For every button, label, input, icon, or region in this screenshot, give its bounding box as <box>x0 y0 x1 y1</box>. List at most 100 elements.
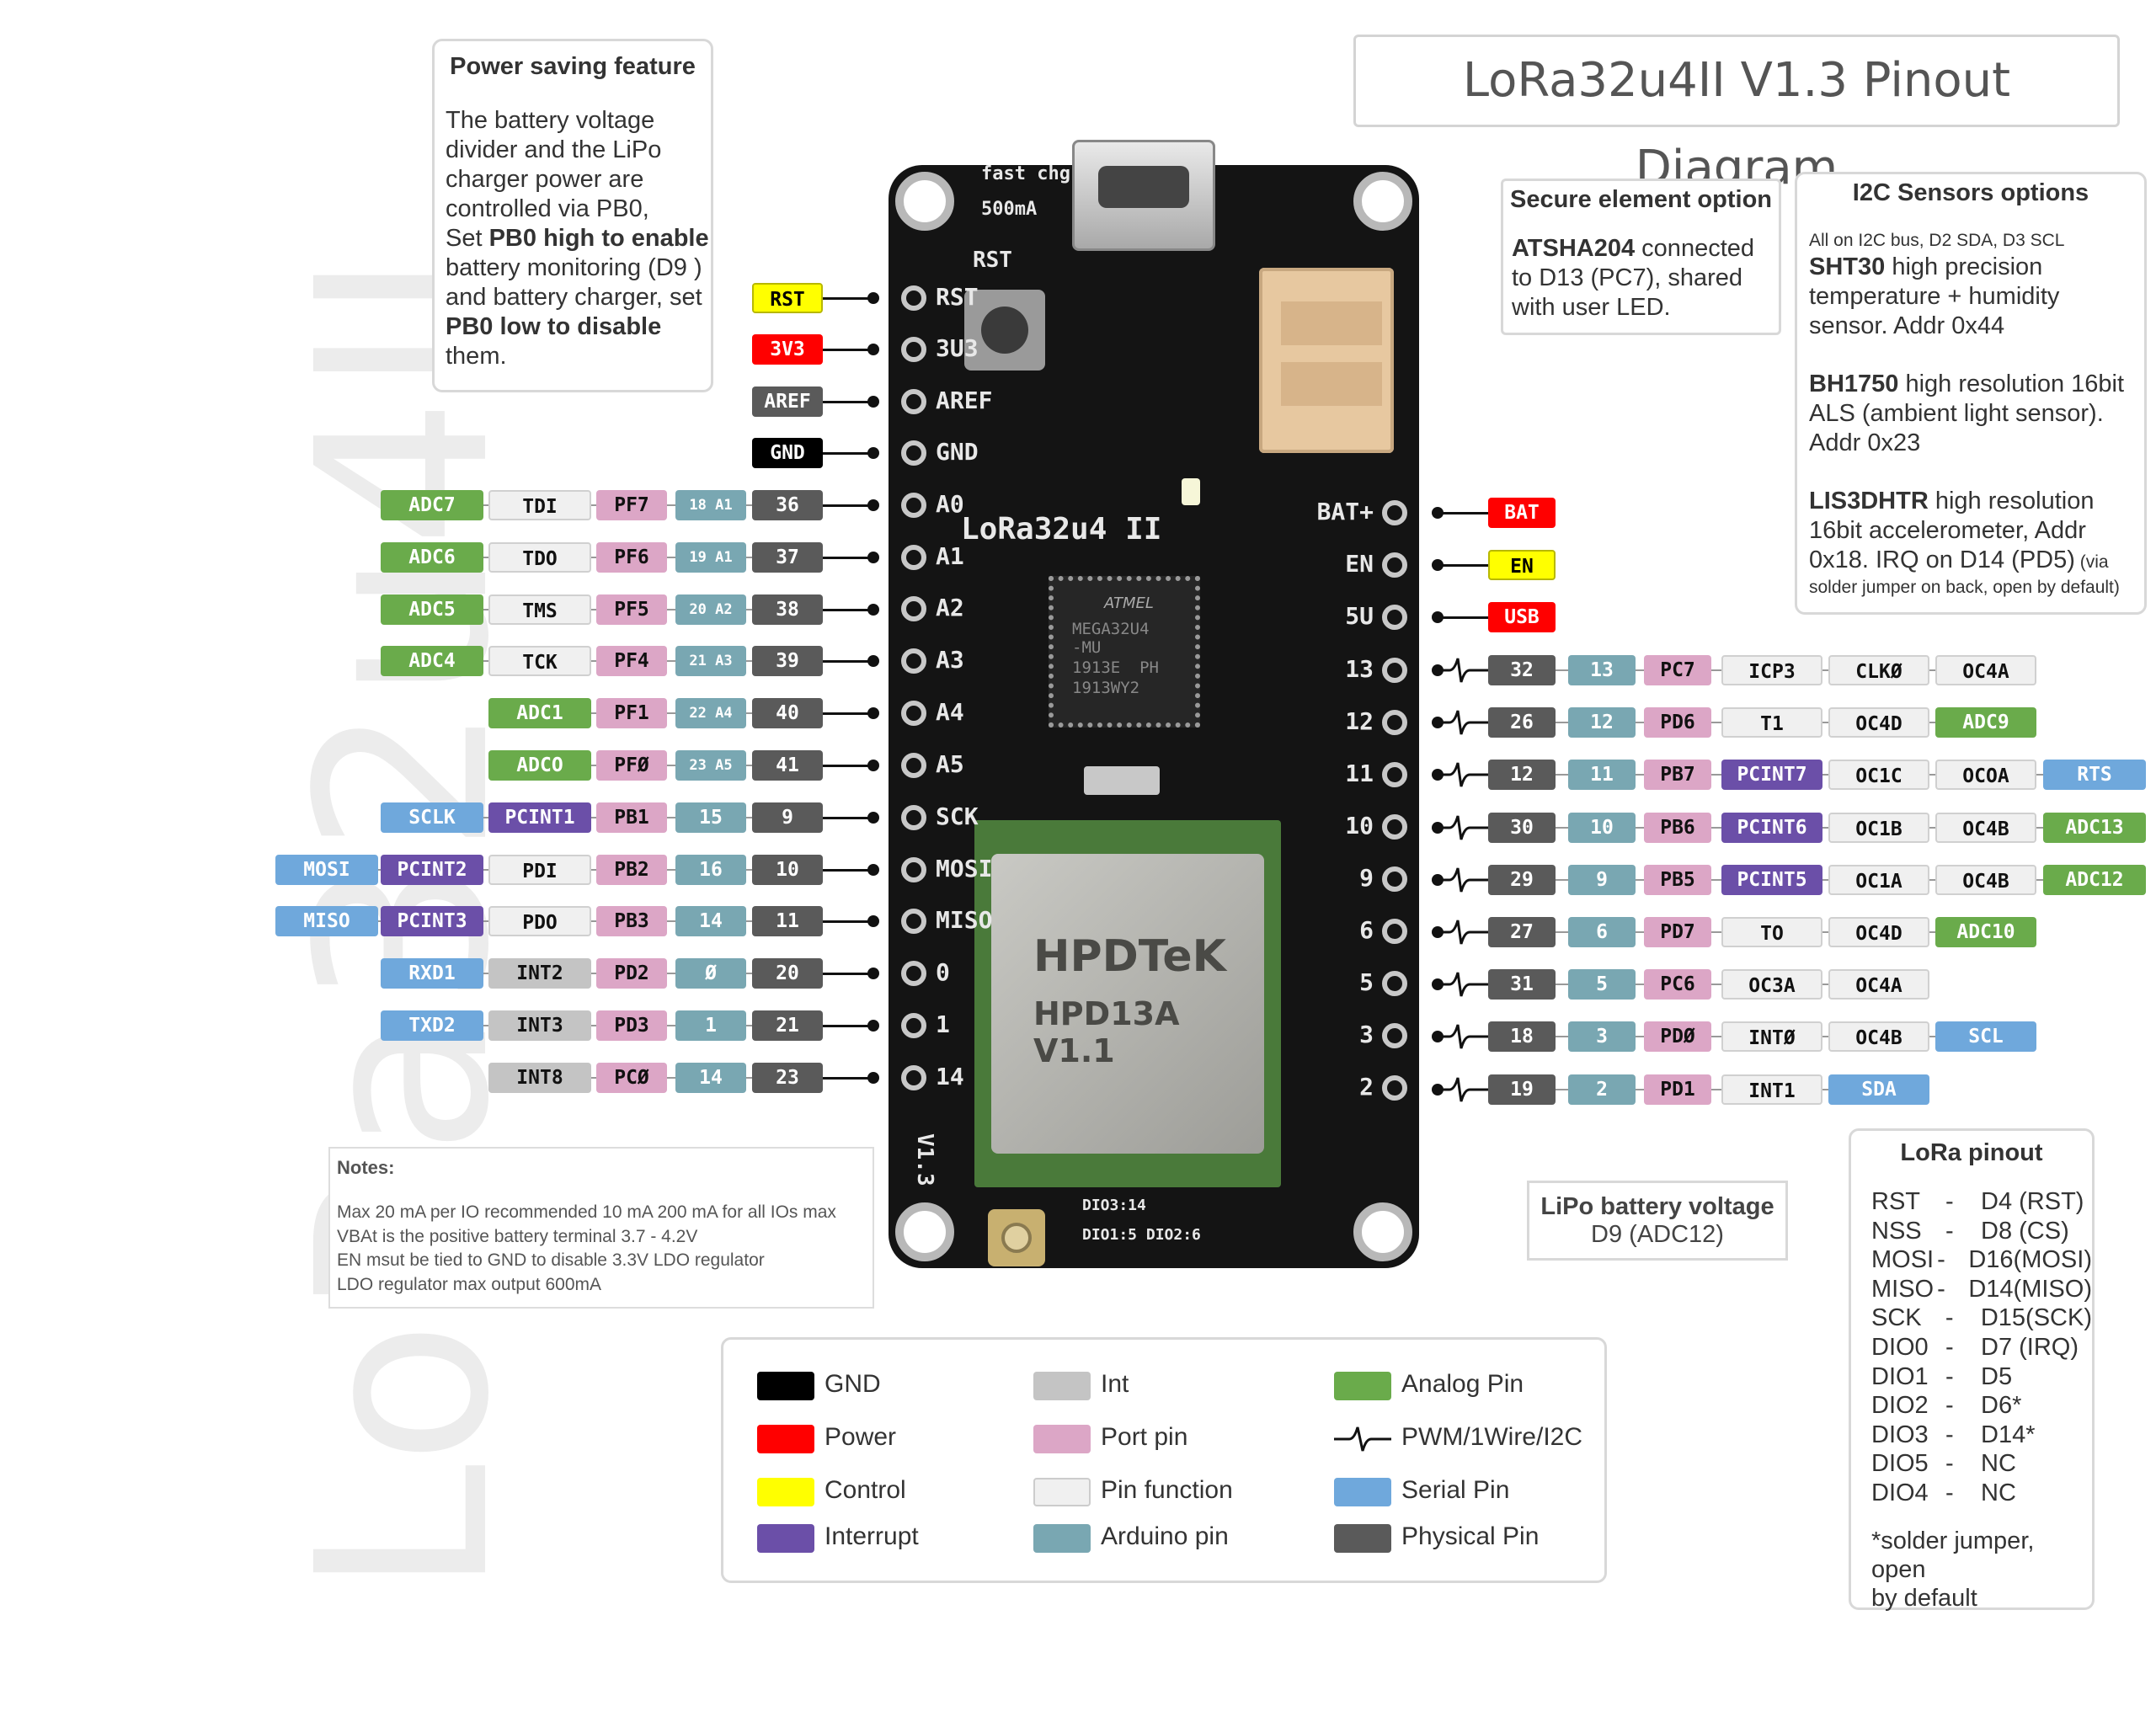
pin-label: ADC6 <box>381 542 483 573</box>
i2c-line: 0x18. IRQ on D14 (PD5) (via <box>1809 546 2144 577</box>
connector-line <box>2036 774 2043 776</box>
i2c-line: 16bit accelerometer, Addr <box>1809 517 2086 544</box>
pin-label: PD7 <box>1644 917 1711 947</box>
connector-line <box>1556 1036 1568 1037</box>
board-fastchg-label: fast chg <box>981 163 1070 184</box>
connector-line <box>823 869 873 872</box>
pin-label: 13 <box>1568 655 1636 685</box>
pin-label: TMS <box>488 594 591 625</box>
lora-pinout-row: DIO2-D6* <box>1871 1391 2092 1421</box>
connector-line <box>1822 827 1828 829</box>
pin-label-en: EN <box>1488 550 1556 580</box>
legend-swatch <box>1334 1478 1391 1506</box>
connector-line <box>746 817 752 818</box>
pwm-wave-icon <box>1438 1024 1488 1049</box>
pin-label: INT8 <box>488 1063 591 1093</box>
connector-line <box>591 817 596 818</box>
connector-line <box>667 869 675 871</box>
pin-label: 31 <box>1488 969 1556 1000</box>
connector-line <box>1636 879 1644 881</box>
legend-label: Physical Pin <box>1401 1522 1540 1550</box>
pin-label: MOSI <box>275 855 378 885</box>
pin-label: 37 <box>752 542 823 573</box>
i2c-span: high resolution 16bit <box>1898 371 2125 397</box>
legend-label: Interrupt <box>825 1522 919 1550</box>
pin-label: PCINT7 <box>1721 760 1822 790</box>
lora-pin-target: D8 (CS) <box>1981 1217 2069 1245</box>
power-saving-line: and battery charger, set <box>446 284 702 311</box>
board-version: V1.3 <box>912 1133 937 1186</box>
board-name-silk: LoRa32u4 II <box>961 512 1162 546</box>
module-brand: HPDTeK <box>1033 931 1226 982</box>
connector-line <box>667 920 675 922</box>
lora-pin-name: DIO4 <box>1871 1479 1929 1506</box>
pwm-wave-icon <box>1438 658 1488 683</box>
connector-dot <box>867 864 879 876</box>
pin-label: OC4A <box>1828 969 1929 1000</box>
connector-line <box>823 1025 873 1027</box>
pin-label: 39 <box>752 646 823 676</box>
lora-pin-name: DIO0 <box>1871 1333 1929 1361</box>
header-pad <box>901 1065 926 1090</box>
legend-label: Int <box>1101 1370 1129 1398</box>
pin-label: OC4D <box>1828 707 1929 738</box>
mount-hole <box>1353 172 1412 231</box>
board-silk-label: 1 <box>936 1010 950 1038</box>
pin-label-rst: RST <box>752 283 823 313</box>
lora-pinout-row: MISO-D14(MISO) <box>1871 1275 2092 1304</box>
connector-line <box>1711 879 1721 881</box>
header-pad <box>901 961 926 986</box>
i2c-span: 0x18. IRQ on D14 (PD5) <box>1809 546 2075 573</box>
legend-label: Analog Pin <box>1401 1370 1524 1398</box>
lora-pinout-box: LoRa pinout RST-D4 (RST)NSS-D8 (CS)MOSI-… <box>1849 1128 2095 1612</box>
legend-swatch <box>1033 1478 1091 1506</box>
connector-line <box>1636 1036 1644 1037</box>
i2c-sensors-box: I2C Sensors options All on I2C bus, D2 S… <box>1795 172 2147 615</box>
pin-label: OC4B <box>1935 865 2036 895</box>
lora-pin-name: NSS <box>1871 1217 1922 1245</box>
pwm-wave-icon <box>1438 1077 1488 1102</box>
lora-pinout-row: DIO1-D5 <box>1871 1362 2092 1392</box>
pin-label: PCINT3 <box>381 906 483 936</box>
connector-line <box>823 660 873 663</box>
connector-line <box>1556 931 1568 933</box>
connector-line <box>1636 931 1644 933</box>
pin-label: 23 <box>752 1063 823 1093</box>
lora-pin-target: D7 (IRQ) <box>1981 1333 2079 1361</box>
lora-pin-target: D5 <box>1981 1362 2013 1390</box>
connector-line <box>1556 1089 1568 1090</box>
board-silk-label: 11 <box>1345 760 1374 787</box>
i2c-line: BH1750 high resolution 16bit <box>1809 370 2144 399</box>
connector-line <box>591 660 596 662</box>
lora-pinout-row: SCK-D15(SCK) <box>1871 1303 2092 1333</box>
pin-label: 9 <box>752 802 823 833</box>
header-pad <box>1382 866 1407 892</box>
usb-connector <box>1072 140 1215 251</box>
lora-pin-sep: - <box>1945 1479 1954 1506</box>
header-pad <box>1382 658 1407 683</box>
pin-label: 41 <box>752 750 823 781</box>
pin-label: 14 <box>675 1063 746 1093</box>
diagram-title: LoRa32u4II V1.3 Pinout Diagram <box>1353 35 2120 195</box>
legend-swatch <box>757 1478 814 1506</box>
connector-line <box>591 920 596 922</box>
pin-label-3v3: 3V3 <box>752 334 823 365</box>
power-saving-line: battery monitoring (D9 ) <box>446 254 702 281</box>
header-pad <box>1382 814 1407 840</box>
connector-line <box>483 660 488 662</box>
crystal <box>1084 766 1160 795</box>
connector-line <box>1929 827 1935 829</box>
mount-hole <box>895 172 954 231</box>
i2c-line: SHT30 high precision <box>1809 253 2144 282</box>
connector-line <box>483 609 488 610</box>
connector-line <box>1711 774 1721 776</box>
board-500ma-label: 500mA <box>981 199 1038 220</box>
lora-pinout-row: DIO4-NC <box>1871 1479 2092 1508</box>
pin-label: 11 <box>1568 760 1636 790</box>
lora-pin-sep: - <box>1945 1217 1954 1245</box>
pin-label: PB6 <box>1644 813 1711 843</box>
secure-element-text: ATSHA204 connected to D13 (PC7), shared … <box>1503 214 1779 323</box>
pin-label: INT2 <box>488 958 591 989</box>
pin-label: 20 A2 <box>675 594 746 625</box>
legend-label: Control <box>825 1476 906 1504</box>
